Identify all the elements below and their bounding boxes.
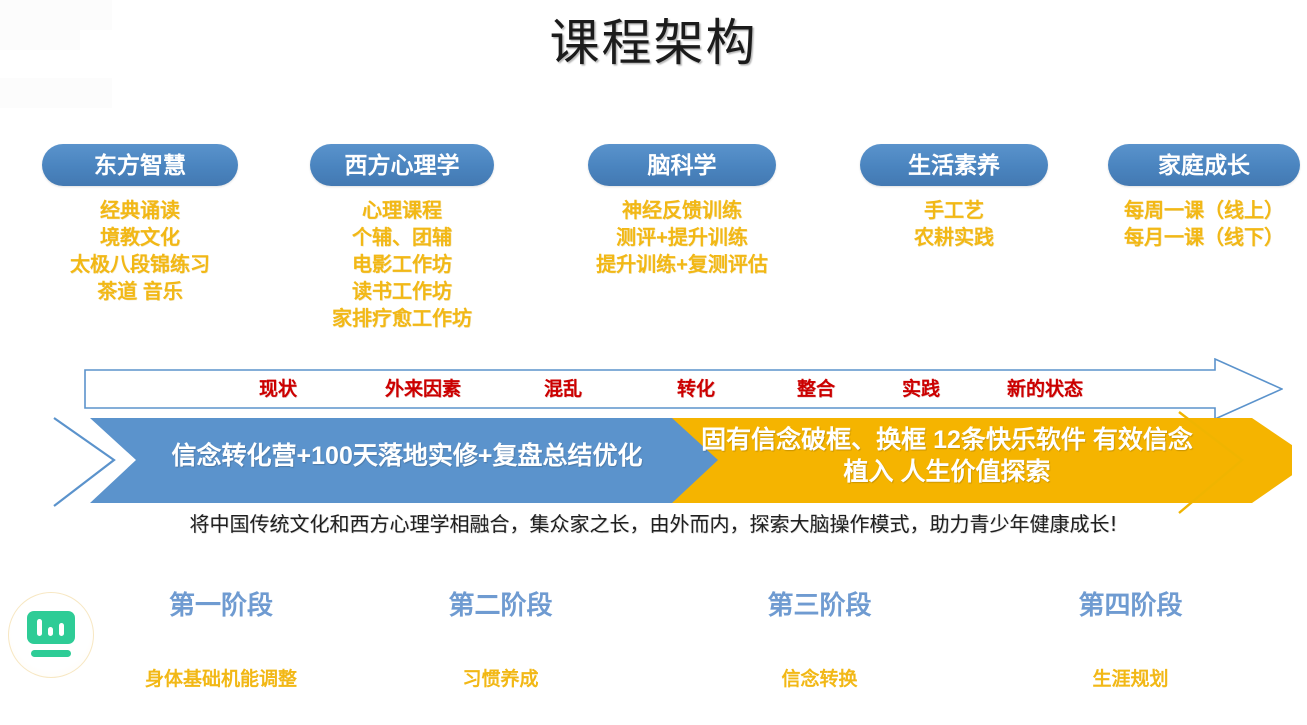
process-step: 整合 xyxy=(797,378,836,400)
pillar-item: 每月一课（线下） xyxy=(1124,227,1284,249)
pillar-items-2: 心理课程 个辅、团辅 电影工作坊 读书工作坊 家排疗愈工作坊 xyxy=(310,198,494,333)
pillar-column-4: 生活素养 手工艺 农耕实践 xyxy=(860,144,1048,252)
pillar-columns: 东方智慧 经典诵读 境教文化 太极八段锦练习 茶道 音乐 西方心理学 心理课程 … xyxy=(0,144,1307,374)
left-chevron-outline-icon xyxy=(53,417,116,507)
pillar-items-1: 经典诵读 境教文化 太极八段锦练习 茶道 音乐 xyxy=(42,198,238,306)
process-arrow: 现状 外来因素 混乱 转化 整合 实践 新的状态 xyxy=(55,358,1283,420)
logo xyxy=(8,592,94,678)
orange-chevron xyxy=(672,418,1292,503)
pillar-column-5: 家庭成长 每周一课（线上） 每月一课（线下） xyxy=(1108,144,1300,252)
pillar-title-1[interactable]: 东方智慧 xyxy=(42,144,238,186)
pillar-item: 每周一课（线上） xyxy=(1124,200,1284,222)
process-arrow-outline-icon xyxy=(84,358,1283,420)
stage-column-3: 第三阶段 信念转换 xyxy=(727,588,912,693)
stage-desc: 身体基础机能调整 xyxy=(144,669,297,690)
stage-title: 第四阶段 xyxy=(1078,590,1183,620)
right-chevron-outline-icon xyxy=(1178,411,1244,514)
process-step: 外来因素 xyxy=(385,378,462,400)
pillar-item: 测评+提升训练 xyxy=(616,227,748,249)
page-title: 课程架构 xyxy=(549,14,758,72)
pillar-item: 境教文化 xyxy=(100,227,180,249)
blue-chevron xyxy=(90,418,740,503)
stage-desc: 生涯规划 xyxy=(1092,669,1169,690)
process-step: 实践 xyxy=(902,378,941,400)
pillar-item: 家排疗愈工作坊 xyxy=(332,308,472,330)
orange-chevron-label: 固有信念破框、换框 12条快乐软件 有效信念植入 人生价值探索 xyxy=(701,426,1193,486)
pillar-items-5: 每周一课（线上） 每月一课（线下） xyxy=(1108,198,1300,252)
pillar-item: 手工艺 xyxy=(924,200,984,222)
process-arrow-steps: 现状 外来因素 混乱 转化 整合 实践 新的状态 xyxy=(87,372,1217,406)
process-step: 转化 xyxy=(677,378,716,400)
pillar-item: 农耕实践 xyxy=(914,227,994,249)
pillar-item: 心理课程 xyxy=(362,200,442,222)
stage-row: 第一阶段 身体基础机能调整 第二阶段 习惯养成 第三阶段 信念转换 第四阶段 生… xyxy=(0,588,1307,718)
stage-title: 第二阶段 xyxy=(448,590,553,620)
process-step: 现状 xyxy=(259,378,298,400)
chevron-band: 信念转化营+100天落地实修+复盘总结优化 固有信念破框、换框 12条快乐软件 … xyxy=(52,410,1292,515)
pillar-items-3: 神经反馈训练 测评+提升训练 提升训练+复测评估 xyxy=(588,198,776,279)
stage-column-2: 第二阶段 习惯养成 xyxy=(408,588,593,693)
watermark-blob xyxy=(0,78,112,108)
pillar-items-4: 手工艺 农耕实践 xyxy=(860,198,1048,252)
process-step: 混乱 xyxy=(544,378,583,400)
stage-desc: 习惯养成 xyxy=(462,669,539,690)
pillar-title-2[interactable]: 西方心理学 xyxy=(310,144,494,186)
pillar-title-4[interactable]: 生活素养 xyxy=(860,144,1048,186)
pillar-item: 神经反馈训练 xyxy=(622,200,742,222)
pillar-column-2: 西方心理学 心理课程 个辅、团辅 电影工作坊 读书工作坊 家排疗愈工作坊 xyxy=(310,144,494,333)
pillar-title-3[interactable]: 脑科学 xyxy=(588,144,776,186)
pillar-title-5[interactable]: 家庭成长 xyxy=(1108,144,1300,186)
summary-caption: 将中国传统文化和西方心理学相融合，集众家之长，由外而内，探索大脑操作模式，助力青… xyxy=(189,512,1118,536)
stage-title: 第三阶段 xyxy=(767,590,872,620)
pillar-item: 读书工作坊 xyxy=(352,281,452,303)
stage-desc: 信念转换 xyxy=(781,669,858,690)
stage-column-1: 第一阶段 身体基础机能调整 xyxy=(126,588,316,693)
pillar-item: 电影工作坊 xyxy=(352,254,452,276)
chevron-shapes xyxy=(53,411,1292,514)
pillar-item: 经典诵读 xyxy=(100,200,180,222)
pillar-item: 太极八段锦练习 xyxy=(70,254,210,276)
stage-title: 第一阶段 xyxy=(168,590,273,620)
monitor-chart-icon xyxy=(27,611,75,657)
pillar-item: 提升训练+复测评估 xyxy=(596,254,768,276)
pillar-item: 茶道 音乐 xyxy=(97,281,183,303)
stage-column-4: 第四阶段 生涯规划 xyxy=(1038,588,1223,693)
pillar-column-1: 东方智慧 经典诵读 境教文化 太极八段锦练习 茶道 音乐 xyxy=(42,144,238,306)
pillar-column-3: 脑科学 神经反馈训练 测评+提升训练 提升训练+复测评估 xyxy=(588,144,776,279)
pillar-item: 个辅、团辅 xyxy=(352,227,452,249)
blue-chevron-label: 信念转化营+100天落地实修+复盘总结优化 xyxy=(171,442,643,470)
process-step: 新的状态 xyxy=(1007,378,1084,400)
